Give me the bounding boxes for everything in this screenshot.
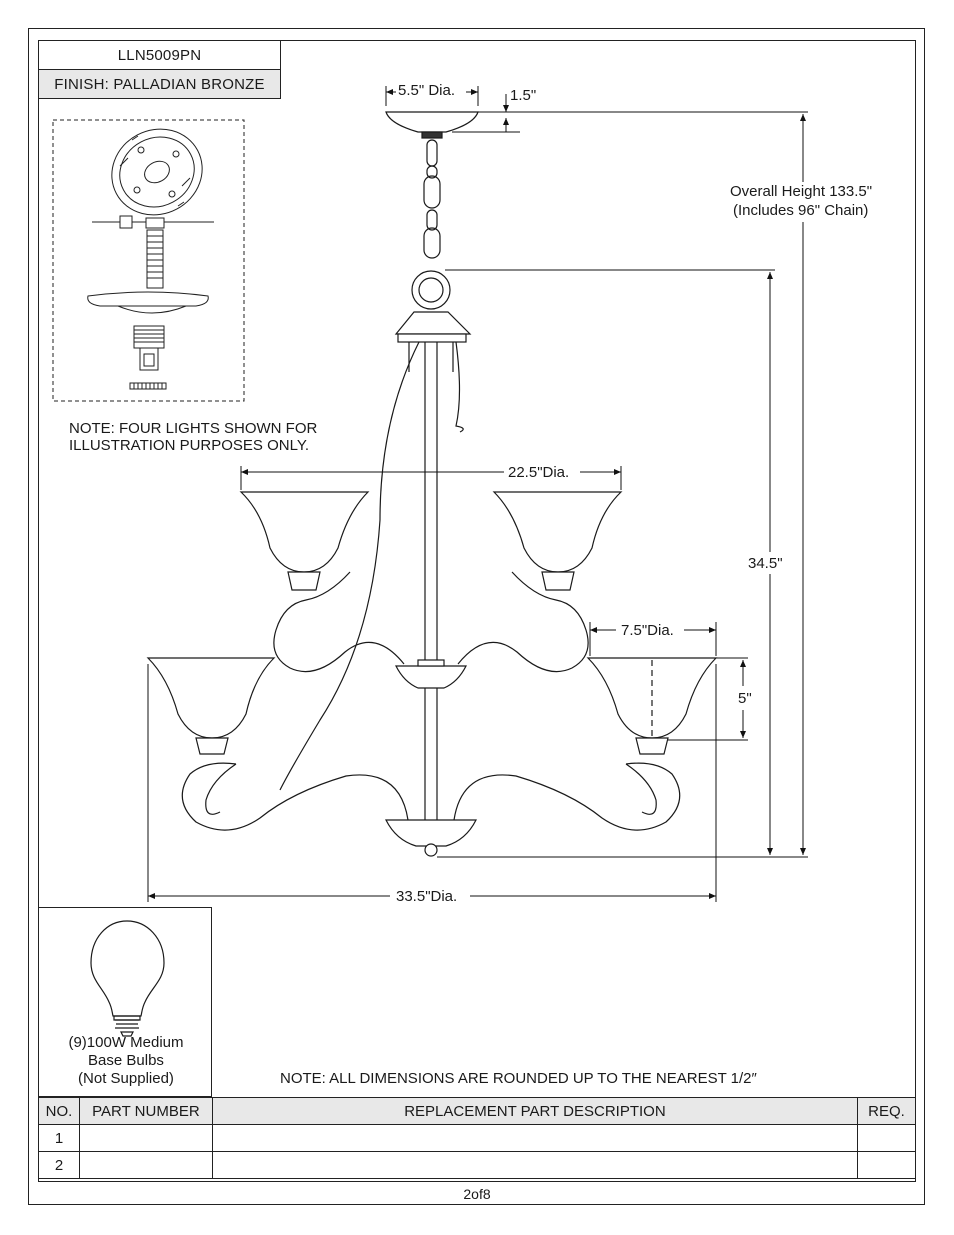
row-no: 1 xyxy=(38,1124,80,1152)
drawing-frame xyxy=(38,40,916,1182)
threaded-pipe-icon xyxy=(146,229,164,289)
light-bulb-icon xyxy=(90,920,165,1037)
header-no: NO. xyxy=(38,1097,80,1125)
lower-diameter-label: 33.5"Dia. xyxy=(396,888,458,905)
canopy-height-label: 1.5" xyxy=(510,87,537,104)
note-four-lights-line-2: ILLUSTRATION PURPOSES ONLY. xyxy=(69,437,310,454)
page-border xyxy=(28,28,925,1205)
chandelier-body xyxy=(146,111,718,857)
table-row: 2 xyxy=(38,1151,916,1179)
row-req xyxy=(857,1124,916,1152)
row-description xyxy=(211,1151,859,1179)
bulb-caption-line-2: Base Bulbs xyxy=(88,1052,164,1069)
bulb-spec-box: (9)100W Medium Base Bulbs (Not Supplied) xyxy=(38,907,212,1097)
header-description: REPLACEMENT PART DESCRIPTION xyxy=(211,1097,859,1125)
note-dimensions: NOTE: ALL DIMENSIONS ARE ROUNDED UP TO T… xyxy=(280,1070,757,1087)
chain-length-label: (Includes 96" Chain) xyxy=(733,202,869,219)
overall-height-label: Overall Height 133.5" xyxy=(730,183,873,200)
header-part-number: PART NUMBER xyxy=(78,1097,213,1125)
page-number: 2of8 xyxy=(463,1185,491,1202)
row-description xyxy=(211,1124,859,1152)
bulb-caption-line-1: (9)100W Medium xyxy=(68,1034,184,1051)
replacement-parts-table: NO. PART NUMBER REPLACEMENT PART DESCRIP… xyxy=(38,1097,916,1179)
crossbar-plate-icon xyxy=(111,128,203,216)
row-no: 2 xyxy=(38,1151,80,1179)
note-four-lights-line-1: NOTE: FOUR LIGHTS SHOWN FOR xyxy=(69,420,318,437)
row-part-number xyxy=(78,1151,213,1179)
finish-label: FINISH: PALLADIAN BRONZE xyxy=(38,69,281,99)
body-height-label: 34.5" xyxy=(748,555,783,572)
upper-diameter-label: 22.5"Dia. xyxy=(508,464,570,481)
shade-height-label: 5" xyxy=(738,690,752,707)
shade-diameter-label: 7.5"Dia. xyxy=(621,622,674,639)
mounting-hardware-inset xyxy=(52,119,245,402)
dimension-lines xyxy=(147,86,808,902)
row-part-number xyxy=(78,1124,213,1152)
bulb-caption-line-3: (Not Supplied) xyxy=(78,1070,174,1087)
header-req: REQ. xyxy=(857,1097,916,1125)
row-req xyxy=(857,1151,916,1179)
table-header-row: NO. PART NUMBER REPLACEMENT PART DESCRIP… xyxy=(38,1097,916,1125)
table-row: 1 xyxy=(38,1124,916,1152)
canopy-diameter-label: 5.5" Dia. xyxy=(398,82,456,99)
